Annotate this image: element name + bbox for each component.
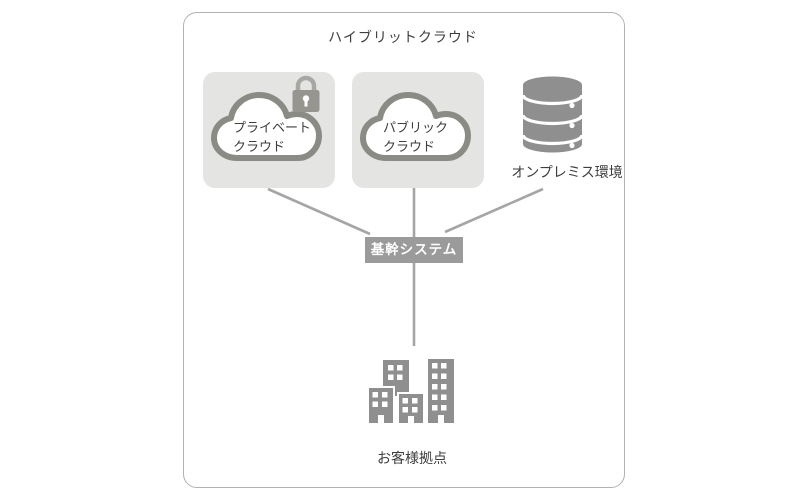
private-cloud-label: プライベート クラウド — [233, 118, 311, 156]
customer-site-label: お客様拠点 — [377, 450, 447, 466]
onpremise-label: オンプレミス環境 — [511, 164, 623, 180]
public-cloud-label-line2: クラウド — [383, 139, 436, 154]
frame-title: ハイブリットクラウド — [328, 29, 478, 45]
node-private-cloud: プライベート クラウド — [203, 72, 335, 188]
public-cloud-label: パブリック クラウド — [383, 118, 448, 156]
buildings-icon — [367, 357, 456, 424]
database-icon — [522, 76, 583, 153]
cloud-icon — [360, 92, 471, 161]
private-cloud-label-line2: クラウド — [233, 139, 286, 154]
public-cloud-label-line1: パブリック — [383, 120, 449, 135]
core-system-box: 基幹システム — [365, 237, 463, 263]
private-cloud-label-line1: プライベート — [233, 120, 312, 135]
lock-icon — [292, 75, 320, 112]
cloud-icon — [211, 92, 322, 161]
node-public-cloud: パブリック クラウド — [352, 72, 484, 188]
